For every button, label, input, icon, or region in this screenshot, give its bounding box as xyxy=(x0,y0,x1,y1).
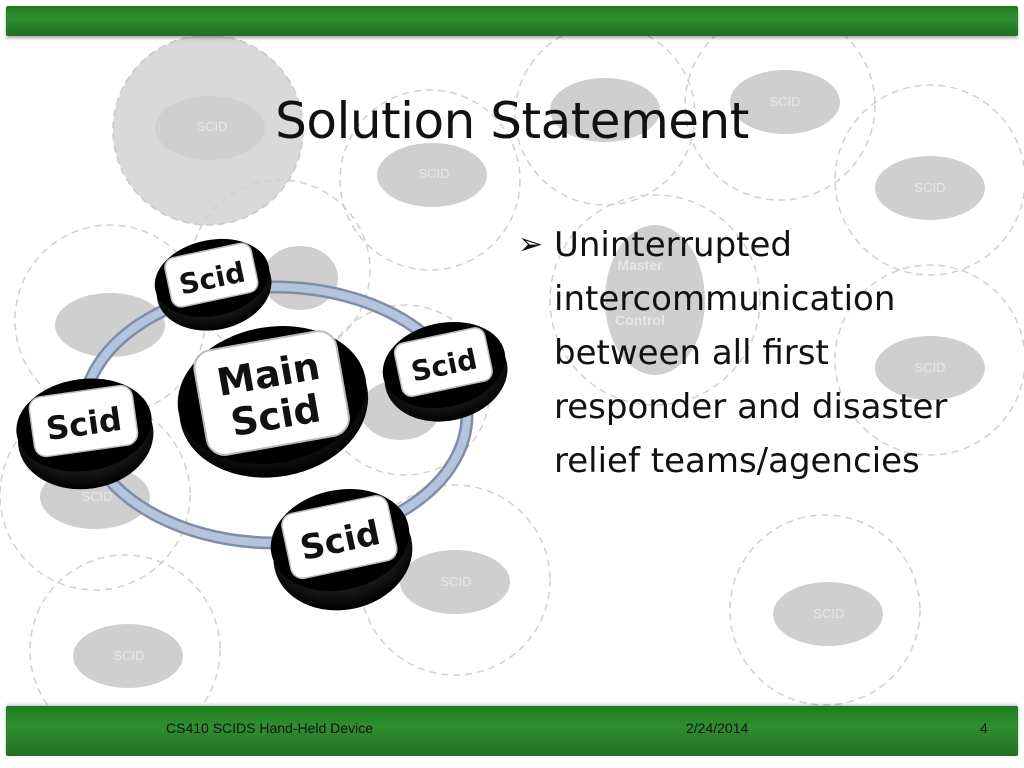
bullet-line: Uninterrupted xyxy=(554,225,792,265)
bg-label: SCID xyxy=(813,606,844,621)
footer-title: CS410 SCIDS Hand-Held Device xyxy=(166,720,373,736)
bg-master-label: Master xyxy=(617,257,663,273)
bg-label: SCID xyxy=(914,180,945,195)
bg-label: SCID xyxy=(769,94,800,109)
arrow-bullet-icon: ➢ xyxy=(518,227,544,262)
bullet-point: ➢ Uninterrupted intercommunication betwe… xyxy=(518,218,998,488)
bg-label: SCID xyxy=(418,166,449,181)
scid-node-left: Scid xyxy=(16,378,154,490)
main-scid-node: Main Scid xyxy=(177,326,369,478)
scid-node-top: Scid xyxy=(154,238,272,331)
bullet-text: Uninterrupted intercommunication between… xyxy=(554,218,998,488)
bg-label: SCID xyxy=(440,574,471,589)
bullet-line: intercommunication xyxy=(554,279,896,319)
bullet-line: responder and disaster xyxy=(554,387,948,427)
bg-label: SCID xyxy=(81,489,112,504)
footer-bar xyxy=(6,706,1018,756)
bg-label: SCID xyxy=(196,119,227,134)
scid-node-right: Scid xyxy=(382,321,508,422)
bg-control-label: Control xyxy=(615,312,665,328)
bg-label: SCID xyxy=(113,648,144,663)
bg-label: SCID xyxy=(914,360,945,375)
header-bar xyxy=(6,6,1018,36)
slide-number: 4 xyxy=(980,720,988,736)
bullet-line: between all first xyxy=(554,333,829,373)
bullet-line: relief teams/agencies xyxy=(554,441,920,481)
footer-date: 2/24/2014 xyxy=(686,720,749,736)
slide-title: Solution Statement xyxy=(275,92,749,150)
scid-node-bottom: Scid xyxy=(270,488,413,611)
